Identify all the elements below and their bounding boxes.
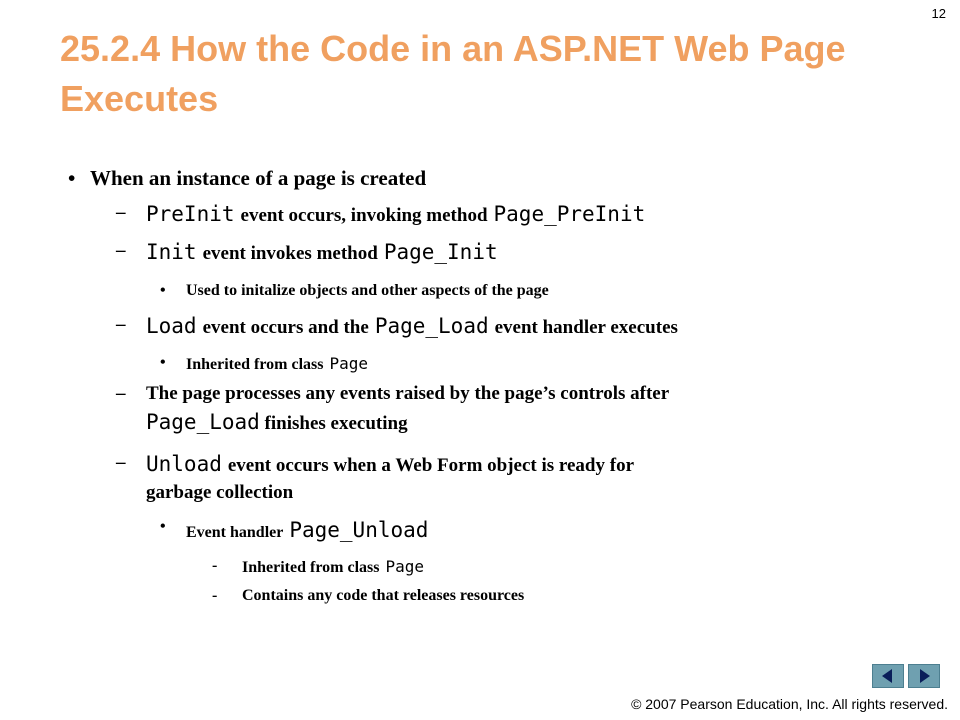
dash-marker: –: [116, 202, 126, 223]
code-page-init: Page_Init: [383, 240, 498, 264]
dash-marker: –: [116, 240, 126, 261]
dash-marker: -: [212, 587, 218, 604]
bullet-unload: – Unload event occurs when a Web Form ob…: [116, 452, 635, 477]
code-page: Page: [385, 557, 424, 576]
bullet-text: The page processes any events raised by …: [146, 383, 670, 404]
code-page-preinit: Page_PreInit: [493, 202, 646, 226]
bullet-page-processes-events-continued: Page_Load finishes executing: [146, 410, 408, 435]
bullet-text: Inherited from class: [242, 559, 380, 576]
previous-slide-button[interactable]: [872, 664, 904, 688]
bullet-text: event occurs when a Web Form object is r…: [227, 455, 635, 476]
bullet-load: – Load event occurs and the Page_Load ev…: [116, 314, 678, 339]
bullet-preinit: – PreInit event occurs, invoking method …: [116, 202, 646, 227]
bullet-text: When an instance of a page is created: [90, 166, 427, 190]
dash-marker: –: [116, 383, 126, 404]
bullet-marker: •: [160, 354, 166, 371]
bullet-marker: •: [68, 166, 76, 190]
next-slide-button[interactable]: [908, 664, 940, 688]
bullet-instance-created: • When an instance of a page is created: [68, 166, 427, 191]
bullet-text: Used to initalize objects and other aspe…: [186, 282, 549, 299]
bullet-text: Inherited from class: [186, 356, 324, 373]
triangle-left-icon: [882, 669, 892, 683]
bullet-inherited-page-2: - Inherited from class Page: [212, 557, 424, 577]
bullet-marker: •: [160, 518, 166, 535]
code-page-load: Page_Load: [374, 314, 489, 338]
bullet-initialize-objects: • Used to initalize objects and other as…: [160, 282, 549, 300]
code-init: Init: [146, 240, 197, 264]
bullet-text: event occurs, invoking method: [240, 205, 488, 226]
bullet-marker: •: [160, 282, 166, 299]
page-number: 12: [931, 6, 946, 21]
slide-title: 25.2.4 How the Code in an ASP.NET Web Pa…: [60, 28, 846, 119]
dash-marker: -: [212, 557, 218, 574]
code-page-unload: Page_Unload: [289, 518, 429, 542]
bullet-event-handler: • Event handler Page_Unload: [160, 518, 429, 542]
code-unload: Unload: [146, 452, 222, 476]
slide-navigation: [872, 664, 940, 688]
bullet-text: event handler executes: [494, 317, 678, 338]
dash-marker: –: [116, 314, 126, 335]
copyright-notice: © 2007 Pearson Education, Inc. All right…: [631, 696, 948, 712]
bullet-releases-resources: - Contains any code that releases resour…: [212, 587, 525, 605]
bullet-unload-continued: garbage collection: [146, 482, 293, 504]
bullet-text: Contains any code that releases resource…: [242, 587, 525, 604]
bullet-text: Event handler: [186, 524, 284, 541]
bullet-text: finishes executing: [264, 413, 408, 434]
code-preinit: PreInit: [146, 202, 235, 226]
bullet-inherited-page: • Inherited from class Page: [160, 354, 368, 374]
bullet-text: garbage collection: [146, 482, 294, 503]
code-page-load: Page_Load: [146, 410, 260, 434]
triangle-right-icon: [920, 669, 930, 683]
code-load: Load: [146, 314, 197, 338]
code-page: Page: [329, 354, 368, 373]
bullet-page-processes-events: – The page processes any events raised b…: [116, 383, 670, 405]
bullet-init: – Init event invokes method Page_Init: [116, 240, 498, 265]
bullet-text: event invokes method: [202, 243, 378, 264]
dash-marker: –: [116, 452, 126, 473]
bullet-text: event occurs and the: [202, 317, 369, 338]
